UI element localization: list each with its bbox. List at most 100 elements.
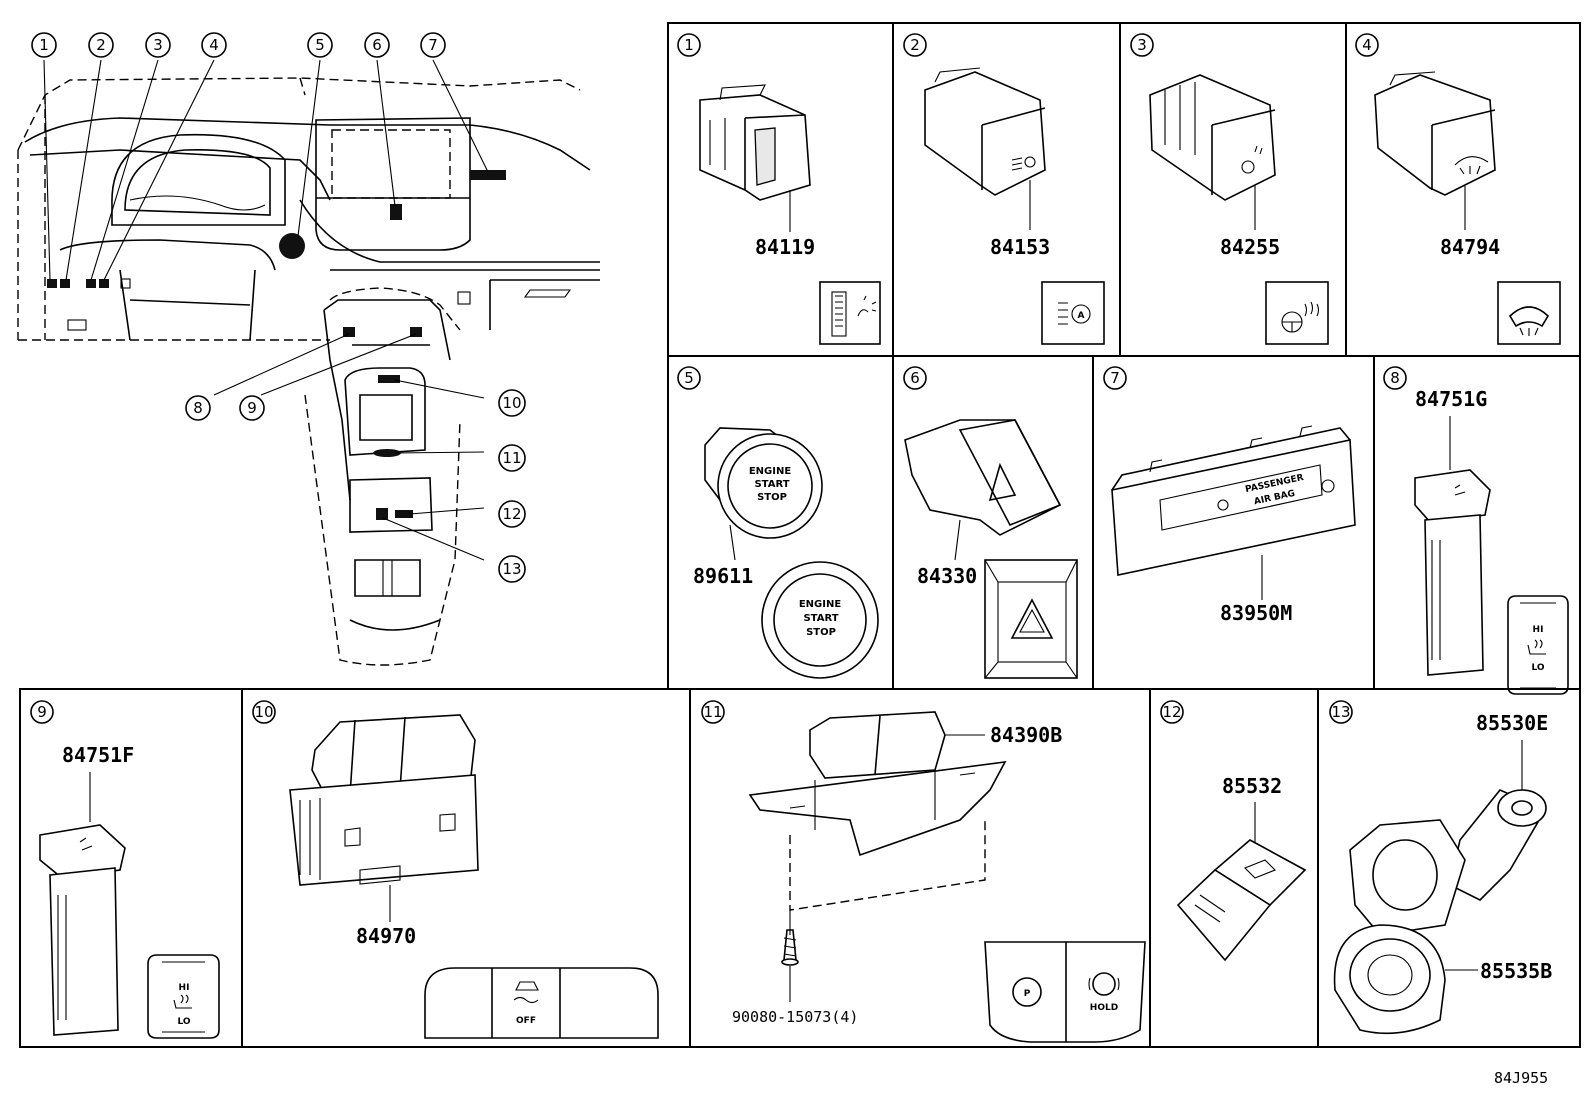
panel-5: 5 ENGINE START STOP 89611 ENGINE START S… (677, 366, 879, 679)
svg-text:2: 2 (96, 36, 106, 54)
svg-text:1: 1 (684, 36, 694, 54)
panel-2: 2 84153 A (903, 33, 1105, 345)
svg-text:STOP: STOP (806, 627, 836, 638)
panel-8: 8 84751G HI LO (1383, 366, 1569, 695)
svg-text:8: 8 (193, 399, 203, 417)
headlamp-auto-icon: A (1041, 281, 1105, 345)
svg-text:83950M: 83950M (1220, 601, 1292, 625)
svg-text:A: A (1078, 311, 1085, 321)
overview-callout-6: 6 (364, 32, 390, 58)
panel-grid (19, 22, 1581, 1048)
svg-text:84970: 84970 (356, 924, 416, 948)
overview-callout-10: 10 (498, 389, 526, 417)
seat-heater-icon: HI LO (1507, 595, 1569, 695)
svg-text:6: 6 (910, 369, 920, 387)
windshield-deicer-icon (1497, 281, 1561, 345)
engine-start-button-face: ENGINE START STOP (761, 561, 879, 679)
svg-text:4: 4 (209, 36, 219, 54)
svg-text:2: 2 (910, 36, 920, 54)
svg-text:84390B: 84390B (990, 723, 1062, 747)
svg-text:LO: LO (177, 1017, 190, 1027)
heated-steering-switch-part (1149, 74, 1276, 201)
svg-text:85530E: 85530E (1476, 711, 1548, 735)
power-outlet-cover-part (1333, 819, 1466, 1035)
svg-text:84255: 84255 (1220, 235, 1280, 259)
svg-text:HI: HI (179, 983, 190, 993)
hazard-switch-part (904, 419, 1062, 536)
overview-callout-1: 1 (31, 32, 57, 58)
svg-text:12: 12 (1162, 703, 1181, 721)
svg-text:90080-15073(4): 90080-15073(4) (732, 1008, 858, 1026)
svg-text:84330: 84330 (917, 564, 977, 588)
panel-7: 7 PASSENGER AIR BAG 83950M (1103, 366, 1356, 625)
svg-text:8: 8 (1390, 369, 1400, 387)
svg-text:13: 13 (1331, 703, 1350, 721)
overview-callout-7: 7 (420, 32, 446, 58)
overview-callout-4: 4 (201, 32, 227, 58)
svg-text:9: 9 (247, 399, 257, 417)
panel-3: 3 84255 (1130, 33, 1329, 345)
screw-part (781, 929, 799, 966)
overview-callout-3: 3 (145, 32, 171, 58)
svg-text:LO: LO (1531, 663, 1544, 673)
headlamp-switch-part (924, 67, 1046, 196)
overview-callout-12: 12 (498, 500, 526, 528)
svg-text:84751F: 84751F (62, 743, 134, 767)
svg-text:89611: 89611 (693, 564, 753, 588)
reference-code: 84J955 (1494, 1069, 1548, 1087)
dimmer-switch-part (699, 84, 811, 201)
panel-4: 4 84794 (1355, 33, 1561, 345)
svg-text:ENGINE: ENGINE (749, 466, 791, 477)
svg-text:84119: 84119 (755, 235, 815, 259)
svg-text:3: 3 (1137, 36, 1147, 54)
svg-text:6: 6 (372, 36, 382, 54)
svg-text:85535B: 85535B (1480, 959, 1552, 983)
svg-text:84153: 84153 (990, 235, 1050, 259)
svg-text:11: 11 (502, 449, 521, 467)
power-outlet-socket-part (1449, 789, 1547, 901)
overview-callout-8: 8 (185, 395, 211, 421)
panel-1: 1 84119 (677, 33, 881, 345)
overview-callout-13: 13 (498, 555, 526, 583)
seat-heater-icon: HI LO (147, 954, 220, 1039)
svg-text:P: P (1024, 989, 1031, 999)
dimmer-icon (819, 281, 881, 345)
svg-text:1: 1 (39, 36, 49, 54)
panel-12: 12 85532 (1160, 700, 1307, 962)
panel-11: 11 84390B 90080-15073(4) P HOLD (701, 700, 1146, 1043)
overview-callout-5: 5 (307, 32, 333, 58)
panel-9: 9 84751F HI LO (30, 700, 220, 1039)
svg-text:OFF: OFF (516, 1016, 536, 1026)
brake-hold-icon: HOLD (1088, 972, 1120, 1013)
usb-outlet-part (1176, 839, 1307, 962)
svg-text:13: 13 (502, 560, 521, 578)
svg-text:7: 7 (428, 36, 438, 54)
svg-text:5: 5 (315, 36, 325, 54)
overview-callout-2: 2 (88, 32, 114, 58)
svg-text:START: START (754, 479, 789, 490)
svg-text:85532: 85532 (1222, 774, 1282, 798)
seat-heater-switch-driver-part (39, 824, 126, 1036)
svg-text:START: START (803, 613, 838, 624)
panel-10: 10 84970 OFF (252, 700, 659, 1039)
svg-text:STOP: STOP (757, 492, 787, 503)
heated-steering-icon (1265, 281, 1329, 345)
parking-brake-icon: P (984, 941, 1146, 1043)
svg-text:5: 5 (684, 369, 694, 387)
svg-text:ENGINE: ENGINE (799, 599, 841, 610)
overview-callout-9: 9 (239, 395, 265, 421)
svg-text:12: 12 (502, 505, 521, 523)
panel-6: 6 84330 (903, 366, 1078, 679)
svg-text:11: 11 (703, 703, 722, 721)
panel-13: 13 85530E 85535B (1329, 700, 1552, 1035)
svg-text:HOLD: HOLD (1090, 1003, 1118, 1013)
parking-brake-switch-part (748, 711, 1007, 857)
svg-text:HI: HI (1533, 625, 1544, 635)
traction-switch-part (289, 714, 479, 886)
traction-off-icon: OFF (424, 967, 659, 1039)
svg-text:9: 9 (37, 703, 47, 721)
svg-text:84794: 84794 (1440, 235, 1500, 259)
overview-callout-11: 11 (498, 444, 526, 472)
svg-text:10: 10 (502, 394, 521, 412)
